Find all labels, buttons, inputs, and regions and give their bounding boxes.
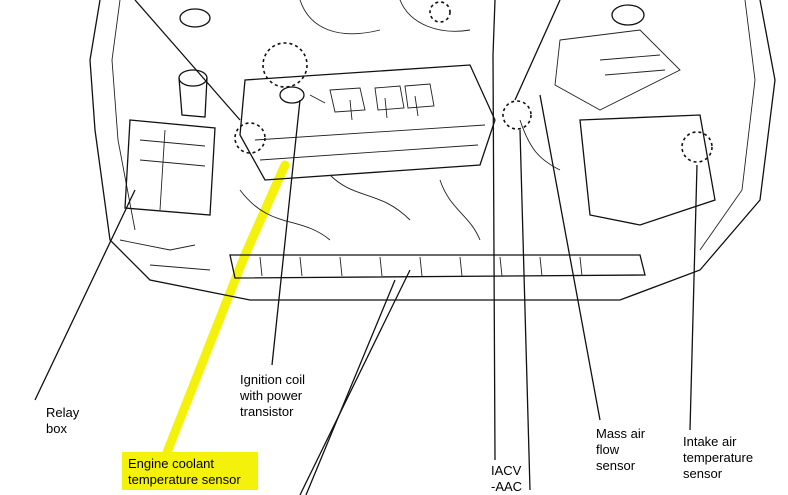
engine-block [239,64,496,181]
intake-leader [689,164,698,431]
body-outline [89,0,776,301]
maf-leader [539,94,601,421]
mass-air-flow-label: Mass air flow sensor [596,426,646,473]
radiator-support [229,254,646,279]
top-leader-b [514,0,561,101]
callout-iacv [502,100,532,130]
iacv-label: IACV -AAC [491,463,523,494]
lower-leader-a [299,269,411,495]
iacv-leader [492,0,496,461]
ignition-coil-label: Ignition coil with power transistor [240,372,306,419]
intake-air-label: Intake air temperature sensor [683,434,754,481]
air-cleaner-box [579,114,716,226]
callout-coolant [234,122,266,154]
engine-coolant-label: Engine coolant temperature sensor [128,456,241,487]
lower-leader-b [305,279,396,495]
relay-box-label: Relay box [46,405,80,436]
iacv-leader-2 [519,129,531,491]
ignition-leader [271,99,301,366]
relay-box-shape [124,119,216,216]
callout-intake [681,131,713,163]
coolant-label-highlight [122,452,258,490]
top-leader-a [134,0,241,121]
callout-ignition [262,42,308,88]
relay-leader [34,189,136,401]
coolant-leader-highlight [155,160,290,475]
